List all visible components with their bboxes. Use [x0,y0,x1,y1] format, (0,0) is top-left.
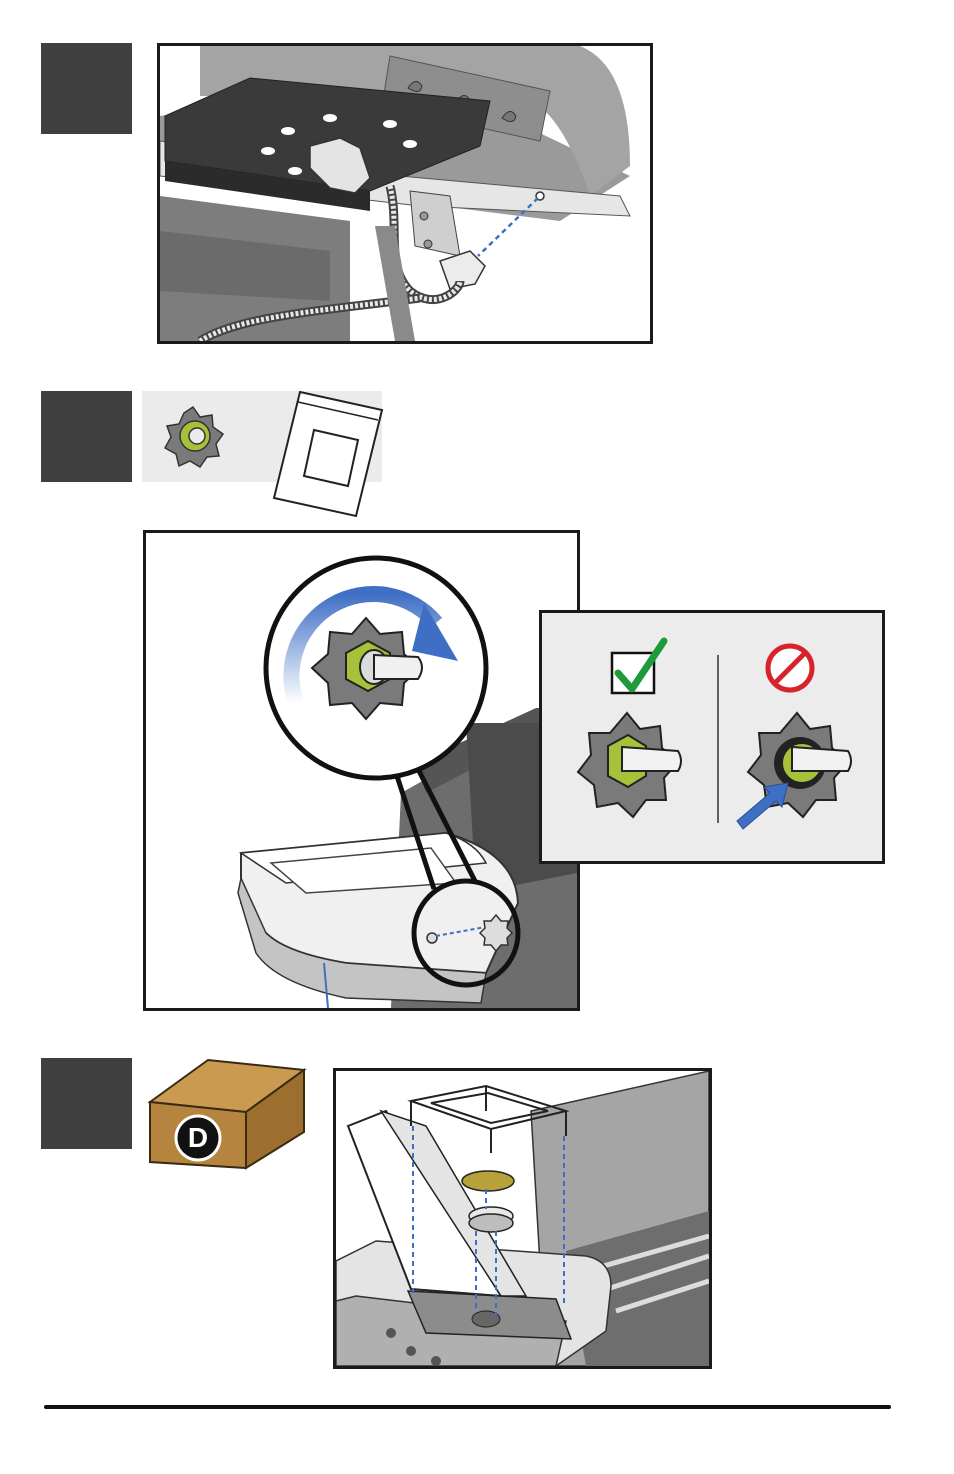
step-3-number-box [41,1058,132,1149]
step-1-number-box [41,43,132,134]
step-2-illustration [143,530,580,1011]
prohibited-icon [765,643,815,693]
lock-nut-part-image [160,403,226,469]
rotate-arrow-icon [283,586,443,706]
box-label: D [187,1122,209,1153]
nut-orientation-comparison [539,610,885,864]
step-1-illustration [157,43,653,344]
footer-divider [44,1405,891,1409]
step-3-illustration [333,1068,712,1369]
step-2-number-box [41,391,132,482]
check-icon [610,637,668,695]
parts-bag-icon [268,388,386,520]
box-icon: D [146,1058,308,1172]
